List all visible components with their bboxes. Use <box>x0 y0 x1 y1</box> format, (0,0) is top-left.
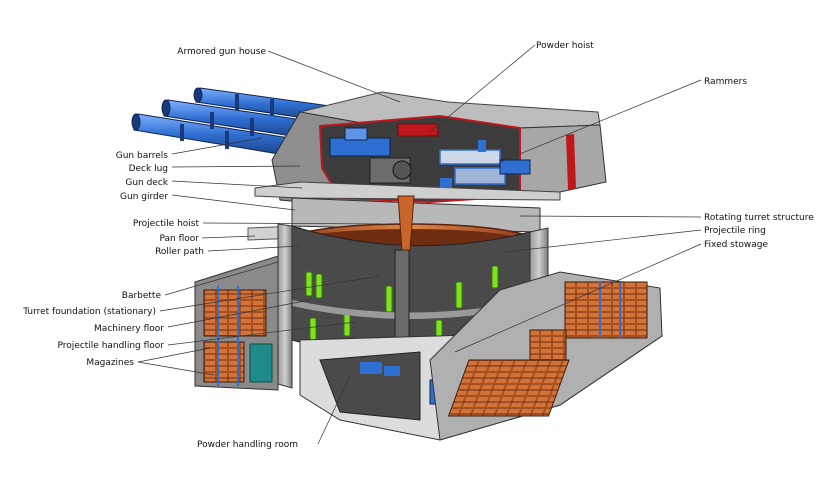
label-gun-girder: Gun girder <box>120 192 168 202</box>
label-roller-path: Roller path <box>155 247 204 257</box>
left-magazine-block <box>194 255 279 391</box>
label-turret-foundation: Turret foundation (stationary) <box>22 307 156 317</box>
armored-gun-house-body <box>254 91 607 211</box>
label-gun-deck: Gun deck <box>125 178 168 188</box>
label-deck-lug: Deck lug <box>129 164 168 174</box>
label-gun-barrels: Gun barrels <box>116 151 169 161</box>
label-powder-hoist: Powder hoist <box>536 41 594 51</box>
label-rammers: Rammers <box>704 77 747 87</box>
right-magazine-block <box>429 271 663 441</box>
label-projectile-ring: Projectile ring <box>704 226 766 236</box>
label-machinery-floor: Machinery floor <box>94 324 164 334</box>
label-projectile-handling-floor: Projectile handling floor <box>58 341 165 351</box>
label-armored-gun-house: Armored gun house <box>177 47 266 57</box>
label-powder-handling-room: Powder handling room <box>197 440 298 450</box>
label-barbette: Barbette <box>122 291 162 301</box>
gun-barrel <box>131 113 316 161</box>
label-fixed-stowage: Fixed stowage <box>704 240 768 250</box>
leader-lines <box>137 44 702 445</box>
labels: Armored gun house Powder hoist Rammers G… <box>22 41 814 450</box>
label-pan-floor: Pan floor <box>160 234 200 244</box>
label-magazines: Magazines <box>86 358 134 368</box>
label-projectile-hoist: Projectile hoist <box>133 219 200 229</box>
label-rotating-turret-structure: Rotating turret structure <box>704 213 814 223</box>
